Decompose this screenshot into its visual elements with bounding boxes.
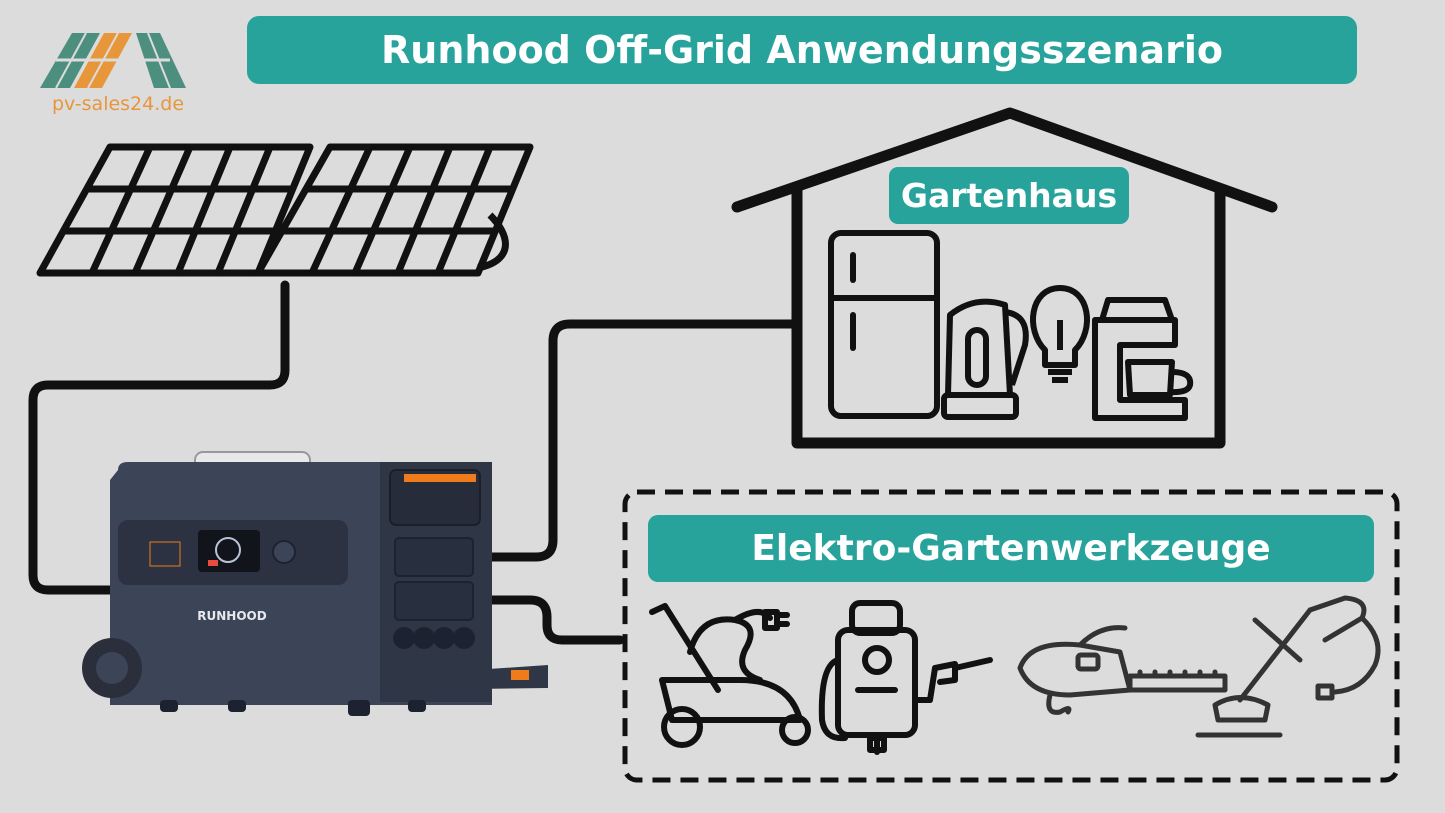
fridge-icon <box>828 230 940 419</box>
hedge-trimmer-icon <box>1017 625 1228 715</box>
lightbulb-icon <box>1030 285 1090 383</box>
tools-cable <box>415 595 625 645</box>
tools-area <box>622 489 1400 783</box>
logo-icon <box>40 32 186 89</box>
device-brand: RUNHOOD <box>197 609 266 623</box>
house-icon <box>731 107 1278 449</box>
pressure-washer-icon <box>818 600 993 755</box>
solar-panel-icon <box>36 143 534 277</box>
kettle-icon <box>941 298 1029 420</box>
power-station-icon: RUNHOOD <box>82 451 548 716</box>
logo-text: pv-sales24.de <box>52 93 185 115</box>
page-title: Runhood Off-Grid Anwendungsszenario <box>247 16 1357 84</box>
coffee-machine-icon <box>1092 297 1194 421</box>
solar-cable <box>28 280 290 595</box>
house-label: Gartenhaus <box>889 167 1129 224</box>
grass-trimmer-icon <box>1195 595 1381 738</box>
house-cable <box>415 319 800 562</box>
lawn-mower-icon <box>649 603 811 748</box>
tools-label: Elektro-Gartenwerkzeuge <box>648 515 1374 582</box>
